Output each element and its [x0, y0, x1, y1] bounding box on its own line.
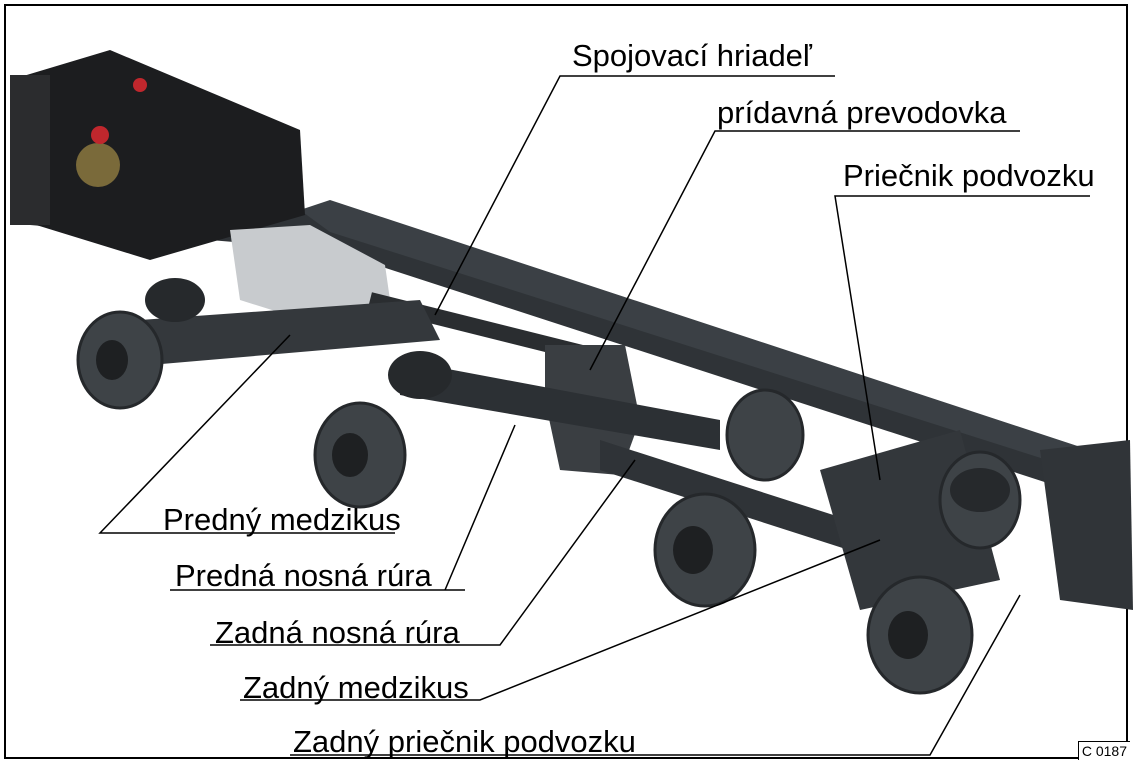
- air-spring-second: [388, 351, 452, 399]
- engine-radiator: [10, 75, 50, 225]
- label-zadny-priecnik-podvozku: Zadný priečnik podvozku: [293, 726, 636, 757]
- figure-code: C 0187: [1078, 741, 1130, 760]
- air-spring-rear-right: [950, 468, 1010, 512]
- label-pridavna-prevodovka: prídavná prevodovka: [717, 97, 1007, 128]
- wheel-hub-center-second-left: [332, 433, 368, 477]
- label-zadny-medzikus: Zadný medzikus: [243, 672, 469, 703]
- label-predna-nosna-rura: Predná nosná rúra: [175, 560, 432, 591]
- engine-red-hose: [91, 126, 109, 144]
- engine-red-hose-2: [133, 78, 147, 92]
- label-priecnik-podvozku: Priečnik podvozku: [843, 160, 1095, 191]
- engine-turbo: [76, 143, 120, 187]
- wheel-hub-center-front-left: [96, 340, 128, 380]
- wheel-hub-third-right: [727, 390, 803, 480]
- air-spring-front: [145, 278, 205, 322]
- label-zadna-nosna-rura: Zadná nosná rúra: [215, 617, 460, 648]
- label-predny-medzikus: Predný medzikus: [163, 504, 401, 535]
- wheel-hub-center-rear-left: [888, 611, 928, 659]
- wheel-hub-center-third-left: [673, 526, 713, 574]
- label-spojovaci-hriadel: Spojovací hriadeľ: [572, 40, 812, 71]
- rear-frame-end: [1040, 440, 1133, 610]
